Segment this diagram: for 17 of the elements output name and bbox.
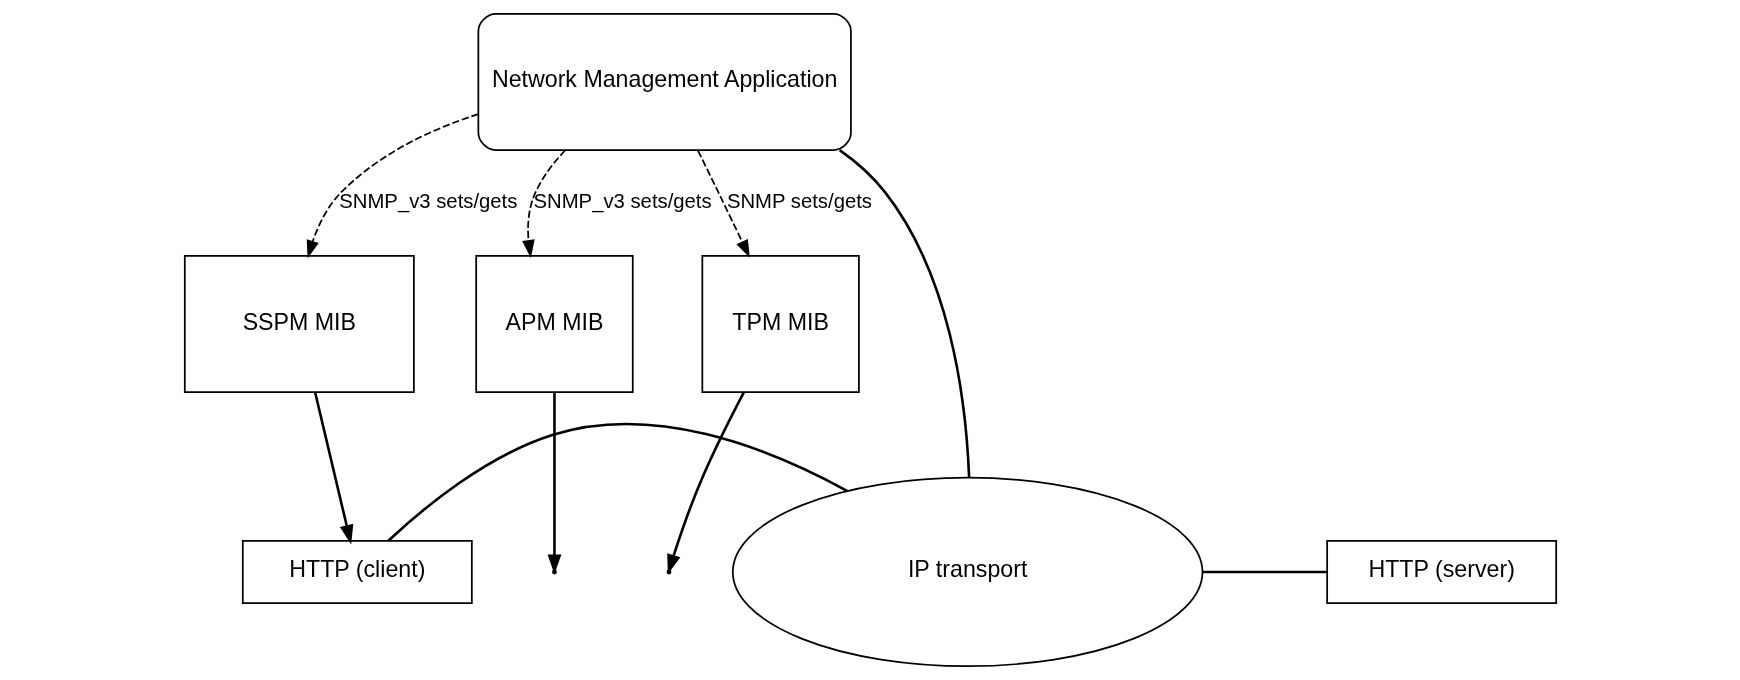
arrow [306, 113, 479, 259]
connector [387, 422, 848, 542]
node-box: SSPM MIB [183, 255, 415, 394]
arrow [521, 149, 566, 259]
node-box: HTTP (server) [1325, 539, 1557, 604]
node-box: Network Management Application [477, 12, 852, 151]
edge-label: SNMP_v3 sets/gets [533, 190, 712, 213]
connector [1202, 570, 1327, 574]
node-box: APM MIB [474, 255, 634, 394]
node-box: HTTP (client) [241, 539, 473, 604]
edge-label: SNMP sets/gets [726, 190, 872, 213]
edge-label: SNMP_v3 sets/gets [338, 190, 517, 213]
node-ellipse: IP transport [731, 476, 1203, 668]
connector [838, 149, 970, 478]
arrow [696, 149, 750, 258]
arrow [313, 392, 353, 545]
node-box: TPM MIB [700, 255, 860, 394]
